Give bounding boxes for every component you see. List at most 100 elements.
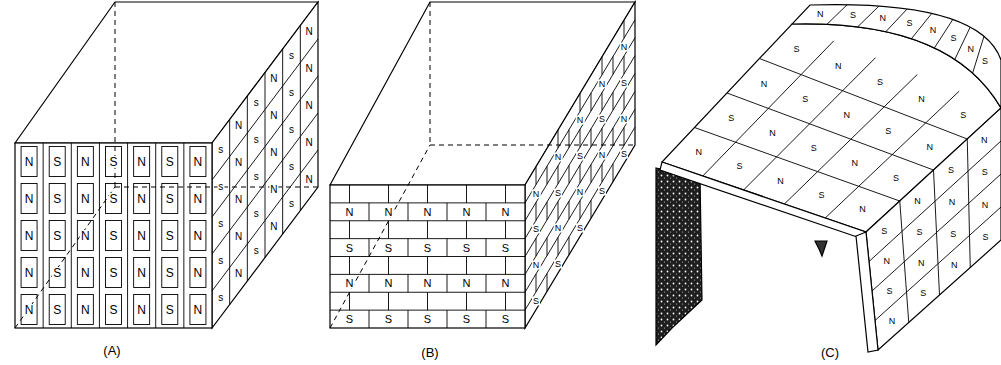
brick-joint bbox=[624, 92, 625, 110]
pole-letter: N bbox=[598, 79, 607, 88]
brick-joint bbox=[926, 91, 960, 123]
brick-joint bbox=[525, 109, 635, 292]
brick-joint bbox=[613, 164, 614, 182]
pole-letter: S bbox=[947, 166, 955, 175]
pole-letter: S bbox=[501, 314, 510, 325]
brick-joint bbox=[934, 170, 936, 201]
magnet-brick bbox=[106, 184, 122, 214]
brick-joints bbox=[21, 5, 1001, 328]
pole-letter: N bbox=[136, 230, 147, 242]
brick-joint bbox=[265, 73, 266, 258]
brick-joint bbox=[525, 74, 635, 257]
brick-joint bbox=[602, 128, 603, 146]
pole-letter: N bbox=[269, 185, 278, 195]
brick-joint bbox=[369, 203, 370, 221]
pole-letter: N bbox=[80, 304, 91, 316]
pole-letter: N bbox=[305, 27, 314, 37]
pole-letter: s bbox=[253, 246, 260, 256]
magnet-brick bbox=[134, 184, 150, 214]
front-face bbox=[15, 143, 212, 328]
magnet-brick bbox=[134, 295, 150, 325]
pole-letter: S bbox=[620, 78, 628, 87]
brick-joint bbox=[282, 49, 283, 234]
magnet-brick bbox=[162, 184, 178, 214]
pole-letter: S bbox=[345, 314, 354, 325]
brick-joint bbox=[703, 142, 736, 176]
pole-letter: N bbox=[532, 261, 541, 270]
brick-joint bbox=[230, 244, 248, 268]
pole-letter: N bbox=[532, 189, 541, 198]
brick-joint bbox=[875, 207, 1001, 321]
pole-letter: N bbox=[620, 114, 629, 123]
brick-joint bbox=[212, 268, 230, 292]
pole-letter: S bbox=[108, 230, 118, 242]
brick-joint bbox=[486, 310, 487, 328]
brick-joint bbox=[768, 75, 801, 109]
pole-letter: S bbox=[919, 289, 927, 298]
brick-joint bbox=[247, 147, 265, 171]
brick-joint bbox=[591, 93, 592, 111]
brick-joint bbox=[427, 257, 428, 275]
brick-joint bbox=[369, 274, 370, 292]
pole-letter: s bbox=[217, 293, 224, 303]
pole-letter: N bbox=[423, 206, 433, 217]
pole-letter: N bbox=[305, 175, 314, 185]
brick-joint bbox=[505, 221, 506, 239]
magnet-brick bbox=[190, 258, 206, 288]
pole-letter: N bbox=[136, 193, 147, 205]
brick-joint bbox=[602, 93, 603, 111]
magnet-brick bbox=[77, 258, 93, 288]
brick-joint bbox=[851, 107, 884, 139]
pole-letter: N bbox=[776, 176, 785, 185]
pole-letter: s bbox=[288, 125, 295, 135]
brick-joint bbox=[843, 58, 876, 91]
brick-joint bbox=[486, 203, 487, 221]
pole-letter: N bbox=[234, 269, 243, 279]
pole-letter: S bbox=[598, 186, 606, 195]
brick-joint bbox=[872, 174, 1001, 291]
magnet-brick bbox=[21, 147, 37, 177]
brick-joint bbox=[505, 185, 506, 203]
pole-letter: S bbox=[885, 287, 893, 296]
pole-letter: N bbox=[136, 156, 147, 168]
pole-letter: S bbox=[52, 304, 62, 316]
pole-letter: s bbox=[253, 209, 260, 219]
brick-joint bbox=[300, 113, 318, 137]
vault bbox=[656, 5, 1001, 352]
pole-letter: N bbox=[913, 196, 922, 205]
pole-letter: N bbox=[136, 267, 147, 279]
magnet-brick bbox=[21, 221, 37, 251]
brick-joint bbox=[525, 91, 635, 274]
brick-joint bbox=[212, 194, 230, 218]
magnet-brick bbox=[190, 147, 206, 177]
pole-letter: N bbox=[879, 14, 888, 23]
pole-letter: s bbox=[217, 182, 224, 192]
magnet-brick bbox=[134, 147, 150, 177]
brick-joint bbox=[727, 93, 934, 170]
brick-joint bbox=[369, 310, 370, 328]
brick-joint bbox=[265, 123, 283, 147]
pole-letter: S bbox=[423, 314, 432, 325]
brick-joint bbox=[349, 185, 350, 203]
pole-letter: S bbox=[108, 304, 118, 316]
magnet-brick bbox=[49, 295, 65, 325]
pole-letter: N bbox=[80, 267, 91, 279]
brick-joint bbox=[613, 128, 614, 146]
brick-joint bbox=[300, 39, 318, 63]
brick-joint bbox=[300, 26, 301, 211]
brick-joint bbox=[230, 133, 248, 157]
brick-joint bbox=[613, 56, 614, 74]
brick-joint bbox=[265, 197, 283, 221]
pole-letter: N bbox=[193, 156, 204, 168]
brick-joint bbox=[369, 239, 370, 257]
pole-letter: N bbox=[816, 10, 825, 19]
brick-joint bbox=[447, 203, 448, 221]
pole-letter: N bbox=[24, 304, 35, 316]
brick-joint bbox=[99, 143, 100, 328]
pole-letter: N bbox=[462, 278, 472, 289]
pole-letter: S bbox=[108, 193, 118, 205]
magnet-brick bbox=[77, 184, 93, 214]
brick-joint bbox=[624, 56, 625, 74]
roof-edge bbox=[660, 162, 866, 240]
